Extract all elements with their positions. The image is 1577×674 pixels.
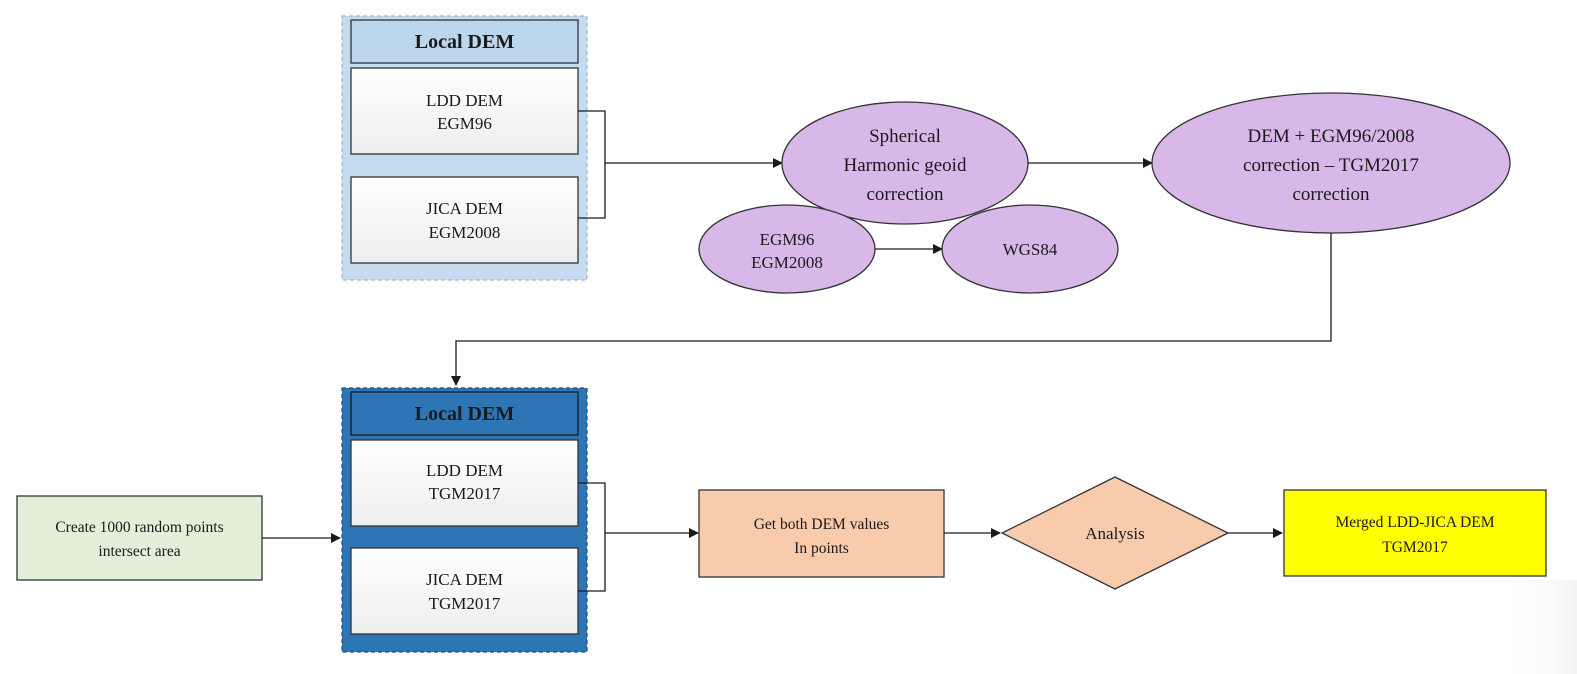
ldd-dem-tgm2017-box — [350, 439, 579, 527]
spherical-line3: correction — [866, 184, 944, 205]
jica-dem-egm2008-line2: EGM2008 — [429, 223, 501, 242]
ldd-dem-egm96-line2: EGM96 — [437, 114, 492, 133]
get-values-line2: In points — [794, 540, 849, 557]
egm-line2: EGM2008 — [751, 253, 823, 272]
spherical-harmonic-ellipse: Spherical Harmonic geoid correction — [781, 101, 1029, 225]
analysis-diamond: Analysis — [1000, 476, 1230, 590]
correction-to-bottom-group-arrow — [451, 233, 1332, 386]
top-bracket-connector — [578, 110, 783, 219]
wgs84-label: WGS84 — [1003, 240, 1058, 259]
jica-dem-tgm2017-line2: TGM2017 — [429, 594, 501, 613]
merged-line1: Merged LDD-JICA DEM — [1335, 514, 1494, 531]
ldd-dem-tgm2017-line1: LDD DEM — [426, 461, 503, 480]
ldd-dem-egm96-line1: LDD DEM — [426, 91, 503, 110]
jica-dem-egm2008-box — [350, 176, 579, 264]
top-group-header-box — [350, 19, 579, 64]
correction-line1: DEM + EGM96/2008 — [1248, 126, 1415, 147]
egm-line1: EGM96 — [760, 230, 815, 249]
random-points-line1: Create 1000 random points — [55, 519, 223, 536]
correction-line2: correction – TGM2017 — [1243, 155, 1419, 176]
top-group-header: Local DEM — [415, 31, 515, 53]
bottom-bracket-connector — [578, 482, 699, 592]
jica-dem-egm2008-line1: JICA DEM — [426, 199, 503, 218]
spherical-line2: Harmonic geoid — [844, 155, 967, 176]
bottom-group-header: Local DEM — [415, 403, 515, 425]
jica-dem-tgm2017-box — [350, 547, 579, 635]
analysis-label: Analysis — [1085, 524, 1145, 543]
jica-dem-tgm2017-line1: JICA DEM — [426, 570, 503, 589]
correction-ellipse: DEM + EGM96/2008 correction – TGM2017 co… — [1151, 92, 1511, 234]
correction-line3: correction — [1292, 184, 1370, 205]
merged-line2: TGM2017 — [1382, 539, 1448, 556]
spherical-line1: Spherical — [869, 126, 941, 147]
get-values-line1: Get both DEM values — [754, 516, 890, 533]
top-local-dem-group: Local DEM LDD DEM EGM96 JICA DEM EGM2008 — [341, 15, 588, 281]
merged-box: Merged LDD-JICA DEM TGM2017 — [1283, 489, 1547, 577]
wgs84-ellipse: WGS84 — [941, 204, 1119, 294]
random-points-box: Create 1000 random points intersect area — [16, 495, 263, 581]
bottom-group-header-box — [350, 391, 579, 436]
bottom-local-dem-group: Local DEM LDD DEM TGM2017 JICA DEM TGM20… — [341, 387, 588, 653]
corner-shading — [1500, 580, 1577, 674]
egm-ellipse: EGM96 EGM2008 — [698, 204, 876, 294]
random-points-line2: intersect area — [98, 543, 180, 560]
ldd-dem-tgm2017-line2: TGM2017 — [429, 484, 501, 503]
get-values-box: Get both DEM values In points — [698, 489, 945, 578]
ldd-dem-egm96-box — [350, 67, 579, 155]
